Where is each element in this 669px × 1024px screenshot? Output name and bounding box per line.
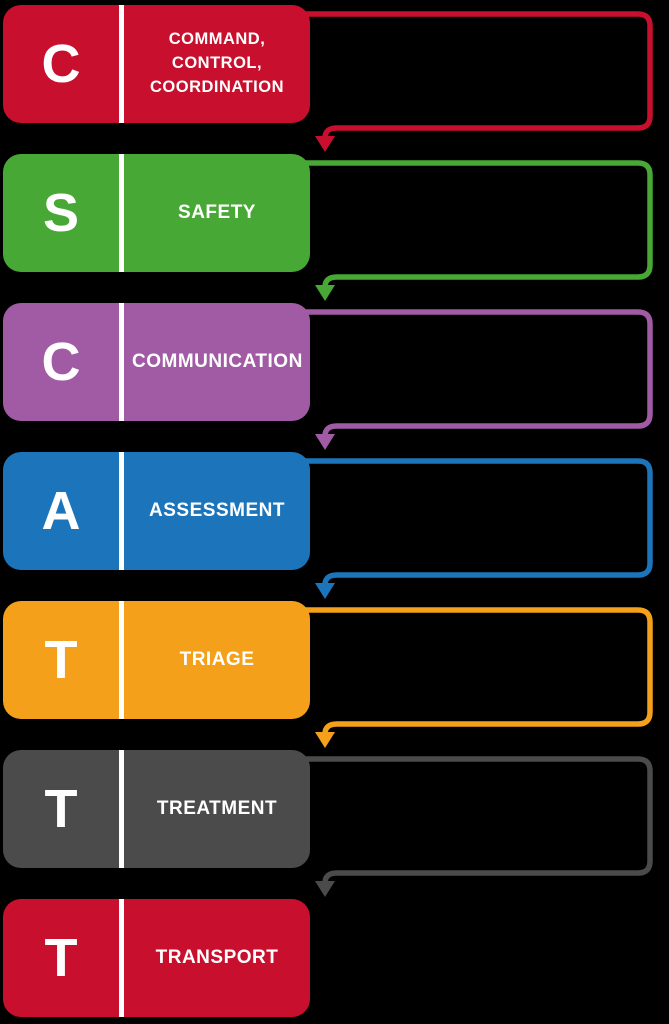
step-label: COMMAND, CONTROL, COORDINATION [149, 30, 285, 96]
step-label-cell: SAFETY [124, 154, 310, 272]
step-letter: S [42, 183, 80, 243]
divider [119, 303, 124, 421]
step-label-cell: COMMUNICATION [124, 303, 310, 421]
step-label: TRIAGE [179, 648, 255, 670]
step-label: COMMUNICATION [132, 350, 303, 372]
connector-triage-to-treatment [305, 607, 653, 748]
step-treatment: T TREATMENT [3, 750, 310, 868]
divider [119, 5, 124, 123]
arrowhead-icon [315, 434, 335, 450]
divider [119, 750, 124, 868]
step-label: TRANSPORT [155, 946, 279, 968]
step-assessment: A ASSESSMENT [3, 452, 310, 570]
arrowhead-icon [315, 285, 335, 301]
divider [119, 452, 124, 570]
step-letter: T [44, 630, 78, 690]
step-letter-cell: T [3, 750, 119, 868]
step-letter-cell: C [3, 5, 119, 123]
step-label: TREATMENT [156, 797, 278, 819]
step-letter: C [41, 34, 81, 94]
divider [119, 601, 124, 719]
connector-line [305, 458, 653, 586]
arrowhead-icon [315, 881, 335, 897]
step-triage: T TRIAGE [3, 601, 310, 719]
connector-line [305, 11, 653, 139]
step-communication: C COMMUNICATION [3, 303, 310, 421]
arrowhead-icon [315, 732, 335, 748]
step-transport: T TRANSPORT [3, 899, 310, 1017]
step-letter-cell: T [3, 601, 119, 719]
step-label-cell: ASSESSMENT [124, 452, 310, 570]
step-letter: C [41, 332, 81, 392]
connector-line [305, 160, 653, 288]
step-label-cell: COMMAND, CONTROL, COORDINATION [124, 5, 310, 123]
step-label-cell: TREATMENT [124, 750, 310, 868]
step-letter-cell: C [3, 303, 119, 421]
step-letter: T [44, 779, 78, 839]
step-command-control-coordination: C COMMAND, CONTROL, COORDINATION [3, 5, 310, 123]
step-label: SAFETY [178, 201, 256, 223]
arrowhead-icon [315, 583, 335, 599]
step-label: ASSESSMENT [149, 499, 285, 521]
connector-line [305, 309, 653, 437]
step-letter-cell: T [3, 899, 119, 1017]
connector-line [305, 756, 653, 884]
connector-safety-to-communication [305, 160, 653, 301]
step-letter: A [41, 481, 81, 541]
connector-command-to-safety [305, 11, 653, 152]
divider [119, 154, 124, 272]
connector-line [305, 607, 653, 735]
connector-treatment-to-transport [305, 756, 653, 897]
step-label-cell: TRANSPORT [124, 899, 310, 1017]
connector-assessment-to-triage [305, 458, 653, 599]
divider [119, 899, 124, 1017]
step-letter: T [44, 928, 78, 988]
step-label-cell: TRIAGE [124, 601, 310, 719]
step-letter-cell: S [3, 154, 119, 272]
connector-communication-to-assessment [305, 309, 653, 450]
arrowhead-icon [315, 136, 335, 152]
step-letter-cell: A [3, 452, 119, 570]
step-safety: S SAFETY [3, 154, 310, 272]
